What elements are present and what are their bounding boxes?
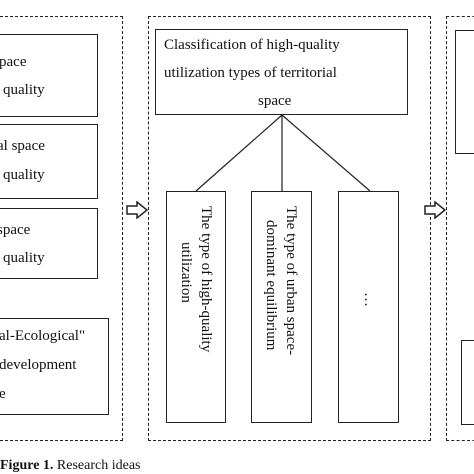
connector-line-3 <box>281 114 371 192</box>
center-panel <box>148 16 431 441</box>
type-box-2-line1: The type of urban space- <box>283 206 299 356</box>
connector-line-1 <box>195 114 283 192</box>
left-box-1-line1: pace <box>0 54 27 70</box>
right-arrow-icon <box>126 201 148 219</box>
left-bottom-line3: e <box>0 386 6 402</box>
left-bottom-line2: development <box>0 357 77 373</box>
left-box-3-line2: quality <box>3 250 45 266</box>
classification-title-box: Classification of high-quality utilizati… <box>155 29 408 115</box>
left-bottom-box: al-Ecological" development e <box>0 318 109 415</box>
left-box-3-line1: space <box>0 222 31 238</box>
right-box-top <box>455 30 474 154</box>
type-box-2-line2: dominant equilibrium <box>263 220 279 351</box>
left-box-3: space quality <box>0 208 98 279</box>
left-panel <box>0 16 123 441</box>
left-bottom-line1: al-Ecological" <box>0 328 86 344</box>
left-box-1: pace quality <box>0 34 98 117</box>
caption-label: Figure 1. <box>0 458 54 473</box>
type-box-urban-space: The type of urban space- dominant equili… <box>251 191 312 423</box>
left-box-1-line2: quality <box>3 82 45 98</box>
right-arrow-icon <box>424 201 446 219</box>
title-line2: utilization types of territorial <box>164 65 337 81</box>
type-box-high-quality: The type of high-quality utilization <box>166 191 226 423</box>
type-box-3-line1: … <box>361 292 377 307</box>
type-box-1-line1: The type of high-quality <box>198 206 214 353</box>
title-line1: Classification of high-quality <box>164 37 340 53</box>
figure-caption: Figure 1. Research ideas <box>0 458 140 474</box>
left-box-2-line2: quality <box>3 167 45 183</box>
right-box-bottom <box>461 340 474 425</box>
left-box-2-line1: al space <box>0 138 45 154</box>
type-box-1-line2: utilization <box>178 242 194 303</box>
caption-text: Research ideas <box>56 458 141 473</box>
title-line3: space <box>258 93 292 109</box>
right-panel <box>446 16 474 441</box>
left-box-2: al space quality <box>0 124 98 199</box>
type-box-ellipsis: … <box>338 191 399 423</box>
